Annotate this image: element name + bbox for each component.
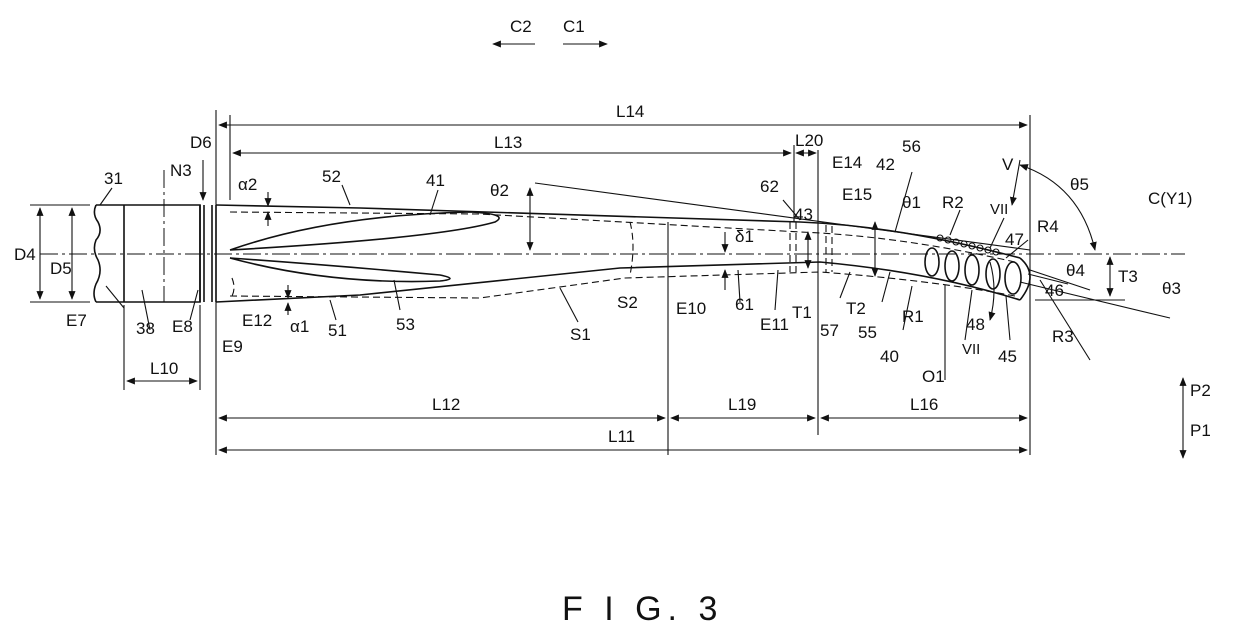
label-alpha2: α2 bbox=[238, 175, 257, 194]
label-v: V bbox=[1002, 155, 1014, 174]
shank bbox=[94, 170, 216, 302]
label-d6: D6 bbox=[190, 133, 212, 152]
label-vii-bottom: VII bbox=[962, 341, 980, 358]
label-theta2: θ2 bbox=[490, 181, 509, 200]
label-e8: E8 bbox=[172, 317, 193, 336]
label-d4: D4 bbox=[14, 245, 36, 264]
label-theta5: θ5 bbox=[1070, 175, 1089, 194]
figure-caption: F I G. 3 bbox=[562, 590, 723, 628]
label-l11: L11 bbox=[608, 427, 635, 446]
label-theta4: θ4 bbox=[1066, 261, 1085, 280]
label-43: 43 bbox=[794, 205, 813, 224]
label-l13: L13 bbox=[494, 133, 522, 152]
blade-body bbox=[216, 110, 1030, 455]
label-56: 56 bbox=[902, 137, 921, 156]
label-l14: L14 bbox=[616, 102, 644, 121]
label-s2: S2 bbox=[617, 293, 638, 312]
label-40: 40 bbox=[880, 347, 899, 366]
label-l10: L10 bbox=[150, 359, 178, 378]
label-n3: N3 bbox=[170, 161, 192, 180]
label-42: 42 bbox=[876, 155, 895, 174]
label-38: 38 bbox=[136, 319, 155, 338]
label-l20: L20 bbox=[795, 131, 823, 150]
label-axis: C(Y1) bbox=[1148, 189, 1192, 208]
label-s1: S1 bbox=[570, 325, 591, 344]
label-l19: L19 bbox=[728, 395, 756, 414]
label-53: 53 bbox=[396, 315, 415, 334]
label-t2: T2 bbox=[846, 299, 866, 318]
label-r4: R4 bbox=[1037, 217, 1059, 236]
label-e14: E14 bbox=[832, 153, 862, 172]
label-theta3: θ3 bbox=[1162, 279, 1181, 298]
label-e11: E11 bbox=[760, 315, 789, 334]
label-c2: C2 bbox=[510, 17, 532, 36]
label-e15: E15 bbox=[842, 185, 872, 204]
label-alpha1: α1 bbox=[290, 317, 309, 336]
label-o1: O1 bbox=[922, 367, 945, 386]
label-t1: T1 bbox=[792, 303, 812, 322]
label-r3: R3 bbox=[1052, 327, 1074, 346]
label-p2: P2 bbox=[1190, 381, 1211, 400]
label-e10: E10 bbox=[676, 299, 706, 318]
dimension-lines bbox=[30, 44, 1183, 458]
label-t3: T3 bbox=[1118, 267, 1138, 286]
label-62: 62 bbox=[760, 177, 779, 196]
label-p1: P1 bbox=[1190, 421, 1211, 440]
label-45: 45 bbox=[998, 347, 1017, 366]
label-r2: R2 bbox=[942, 193, 964, 212]
label-47: 47 bbox=[1005, 230, 1024, 249]
label-theta1: θ1 bbox=[902, 193, 921, 212]
label-l16: L16 bbox=[910, 395, 938, 414]
label-41: 41 bbox=[426, 171, 445, 190]
label-51: 51 bbox=[328, 321, 347, 340]
label-46: 46 bbox=[1045, 281, 1064, 300]
label-vii-top: VII bbox=[990, 201, 1008, 218]
label-57: 57 bbox=[820, 321, 839, 340]
label-e12: E12 bbox=[242, 311, 272, 330]
label-l12: L12 bbox=[432, 395, 460, 414]
label-61: 61 bbox=[735, 295, 754, 314]
label-delta1: δ1 bbox=[735, 227, 754, 246]
label-52: 52 bbox=[322, 167, 341, 186]
label-31: 31 bbox=[104, 169, 123, 188]
label-48: 48 bbox=[966, 315, 985, 334]
label-c1: C1 bbox=[563, 17, 585, 36]
label-e9: E9 bbox=[222, 337, 243, 356]
label-55: 55 bbox=[858, 323, 877, 342]
label-d5: D5 bbox=[50, 259, 72, 278]
label-e7: E7 bbox=[66, 311, 87, 330]
label-r1: R1 bbox=[902, 307, 924, 326]
labels: C2 C1 L14 L13 L20 D6 N3 31 α2 52 41 θ2 6… bbox=[14, 17, 1211, 628]
